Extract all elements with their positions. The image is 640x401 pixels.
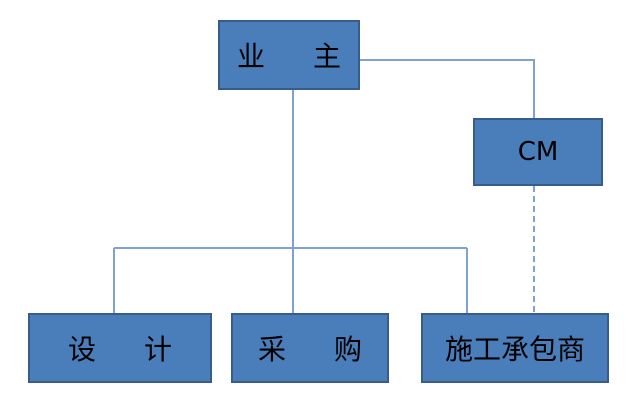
design-label: 设 计 [67, 333, 192, 366]
procurement-node: 采 购 [231, 313, 389, 383]
owner-label: 业 主 [236, 40, 361, 73]
procurement-label: 采 购 [257, 333, 382, 366]
owner-to-cm-line [360, 59, 535, 118]
contractor-node: 施工承包商 [421, 313, 609, 383]
cm-label: CM [517, 137, 559, 167]
contractor-label: 施工承包商 [444, 333, 585, 366]
cm-node: CM [473, 118, 603, 186]
design-node: 设 计 [28, 313, 212, 383]
owner-node: 业 主 [218, 20, 360, 90]
